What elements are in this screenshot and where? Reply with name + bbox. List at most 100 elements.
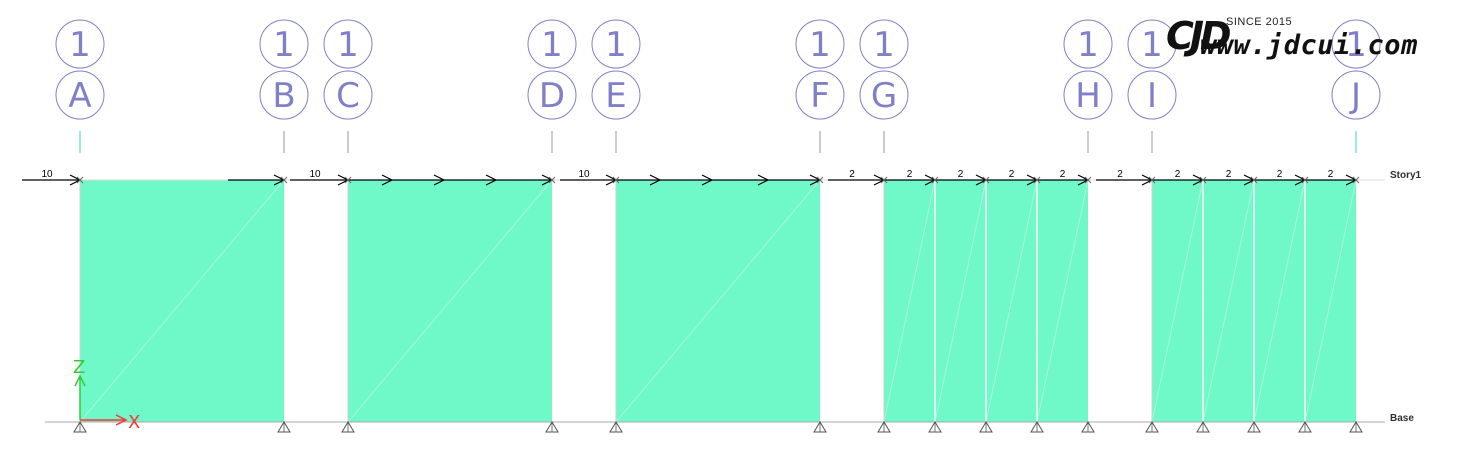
grid-column-label: A <box>68 76 91 116</box>
node-marker <box>280 176 288 184</box>
wall-mesh-diagonal <box>347 179 553 423</box>
grid-column-bubble <box>859 70 909 120</box>
wall-mesh-diagonal <box>1253 179 1306 423</box>
grid-column-label: C <box>336 76 360 116</box>
node-marker <box>982 176 990 184</box>
wall-panels <box>79 179 1357 423</box>
wall-mesh-diagonal <box>615 179 821 423</box>
grid-column-bubble <box>1063 70 1113 120</box>
grid-column-label: J <box>1349 76 1361 116</box>
grid-column-label: G <box>871 76 897 116</box>
grid-row-bubble <box>795 19 845 69</box>
wall-mesh-diagonal <box>934 179 987 423</box>
grid-row-label: 1 <box>809 25 831 65</box>
load-arrowhead <box>485 174 498 186</box>
load-value: 2 <box>1226 169 1232 180</box>
grid-column-bubble <box>1331 70 1381 120</box>
grid-column-label: B <box>272 76 295 116</box>
grid-row-bubble <box>527 19 577 69</box>
load-value: 10 <box>309 169 321 180</box>
grid-row-label: 1 <box>337 25 359 65</box>
grid-column-label: I <box>1147 76 1157 116</box>
lateral-loads: 10 10 10 2 2 2 2 2 2 2 2 2 2 <box>22 169 1358 186</box>
grid-row-bubble <box>55 19 105 69</box>
node-marker <box>1352 176 1360 184</box>
axis-z-arrowhead <box>74 374 86 387</box>
grid-row-label: 1 <box>273 25 295 65</box>
load-arrowhead <box>757 174 770 186</box>
grid-column-label: D <box>539 76 565 116</box>
axis-z-label: Z <box>73 357 85 378</box>
node-marker <box>344 176 352 184</box>
grid-column-bubble <box>55 70 105 120</box>
wall-mesh-diagonal <box>1304 179 1357 423</box>
grid-row-label: 1 <box>1141 25 1163 65</box>
load-value: 2 <box>1117 169 1123 180</box>
load-arrowhead <box>381 174 394 186</box>
grid-row-bubble <box>591 19 641 69</box>
grid-row-label: 1 <box>541 25 563 65</box>
node-marker <box>880 176 888 184</box>
grid-row-bubble <box>1063 19 1113 69</box>
axis-x-label: X <box>128 412 140 433</box>
load-value: 2 <box>1277 169 1283 180</box>
node-marker <box>1199 176 1207 184</box>
grid-row-label: 1 <box>873 25 895 65</box>
grid-row-bubble <box>1331 19 1381 69</box>
load-value: 2 <box>1009 169 1015 180</box>
axis-x-arrowhead <box>115 414 128 426</box>
node-marker <box>1084 176 1092 184</box>
node-marker <box>76 176 84 184</box>
grid-row-bubble <box>259 19 309 69</box>
grid-column-bubble <box>1127 70 1177 120</box>
load-value: 2 <box>1328 169 1334 180</box>
load-value: 2 <box>1060 169 1066 180</box>
grid-column-label: H <box>1075 76 1101 116</box>
load-value: 2 <box>849 169 855 180</box>
node-marker <box>612 176 620 184</box>
watermark-since: SINCE 2015 <box>1226 16 1293 28</box>
wall-mesh-diagonal <box>79 179 285 423</box>
watermark-url: www.jdcui.com <box>1200 30 1418 61</box>
story-label: Story1 <box>1390 170 1422 181</box>
wall-mesh-diagonal <box>1202 179 1255 423</box>
load-value: 10 <box>578 169 590 180</box>
load-arrowhead <box>649 174 662 186</box>
node-marker <box>816 176 824 184</box>
load-value: 2 <box>958 169 964 180</box>
load-arrowhead <box>701 174 714 186</box>
grid-column-label: E <box>605 76 626 116</box>
node-marker <box>1033 176 1041 184</box>
wall-mesh-diagonal <box>985 179 1038 423</box>
story-label: Base <box>1390 413 1414 424</box>
axis-triad: ZX <box>73 357 140 433</box>
wall-mesh-diagonal <box>883 179 936 423</box>
wall-mesh-diagonal <box>1151 179 1204 423</box>
load-value: 10 <box>41 169 53 180</box>
grid-column-bubble <box>591 70 641 120</box>
grid-row-label: 1 <box>1345 25 1367 65</box>
watermark-logo: CJD <box>1166 14 1232 58</box>
load-value: 2 <box>1175 169 1181 180</box>
grid-column-label: F <box>810 76 830 116</box>
node-marker <box>1250 176 1258 184</box>
load-value: 2 <box>907 169 913 180</box>
grid-column-bubble <box>259 70 309 120</box>
grid-row-label: 1 <box>69 25 91 65</box>
grid-row-bubble <box>1127 19 1177 69</box>
grid-row-label: 1 <box>605 25 627 65</box>
grid-row-bubble <box>859 19 909 69</box>
pin-supports <box>73 176 1363 433</box>
grid-row-label: 1 <box>1077 25 1099 65</box>
grid-column-bubble <box>323 70 373 120</box>
wall-mesh-diagonal <box>1036 179 1089 423</box>
node-marker <box>548 176 556 184</box>
node-marker <box>1301 176 1309 184</box>
node-marker <box>1148 176 1156 184</box>
node-marker <box>931 176 939 184</box>
grid-column-bubble <box>527 70 577 120</box>
load-arrowhead <box>433 174 446 186</box>
